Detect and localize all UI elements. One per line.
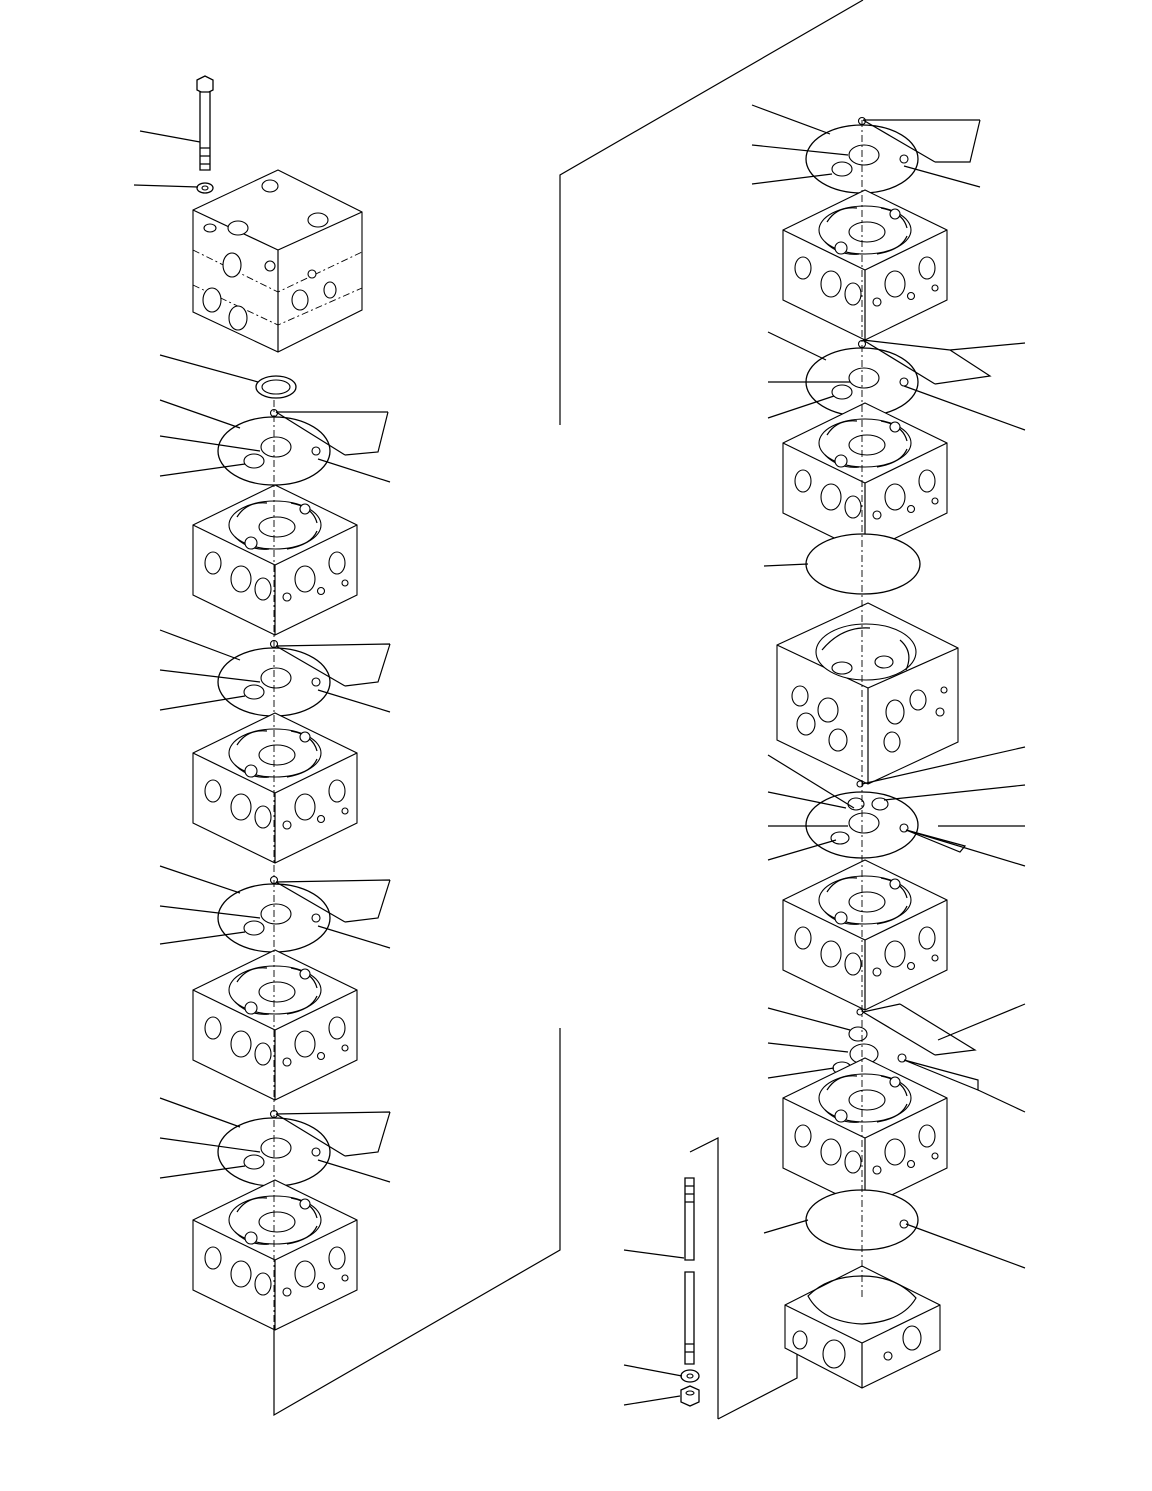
valve-section — [782, 402, 948, 554]
valve-section — [192, 1179, 358, 1331]
valve-section — [782, 1057, 948, 1209]
large-valve-section — [777, 603, 958, 784]
left-leader-lines — [134, 131, 390, 1182]
bolt-washer — [197, 183, 213, 193]
valve-section — [782, 859, 948, 1011]
valve-section — [192, 949, 358, 1101]
valve-section — [782, 189, 948, 341]
stud-nut — [681, 1386, 699, 1406]
valve-section — [192, 484, 358, 636]
left-valve-stack — [192, 76, 362, 1331]
assembly-connector-lines — [274, 0, 863, 1419]
stud-lower — [685, 1272, 694, 1364]
tie-bolt — [197, 76, 213, 170]
top-valve-section — [193, 170, 362, 352]
seal-plate — [806, 534, 920, 594]
stud-upper — [685, 1178, 694, 1260]
end-cover-section — [785, 1266, 940, 1388]
tie-rod-assembly — [681, 1178, 699, 1406]
right-leader-lines — [624, 105, 1025, 1405]
valve-section — [192, 712, 358, 864]
right-valve-stack — [777, 116, 958, 1389]
